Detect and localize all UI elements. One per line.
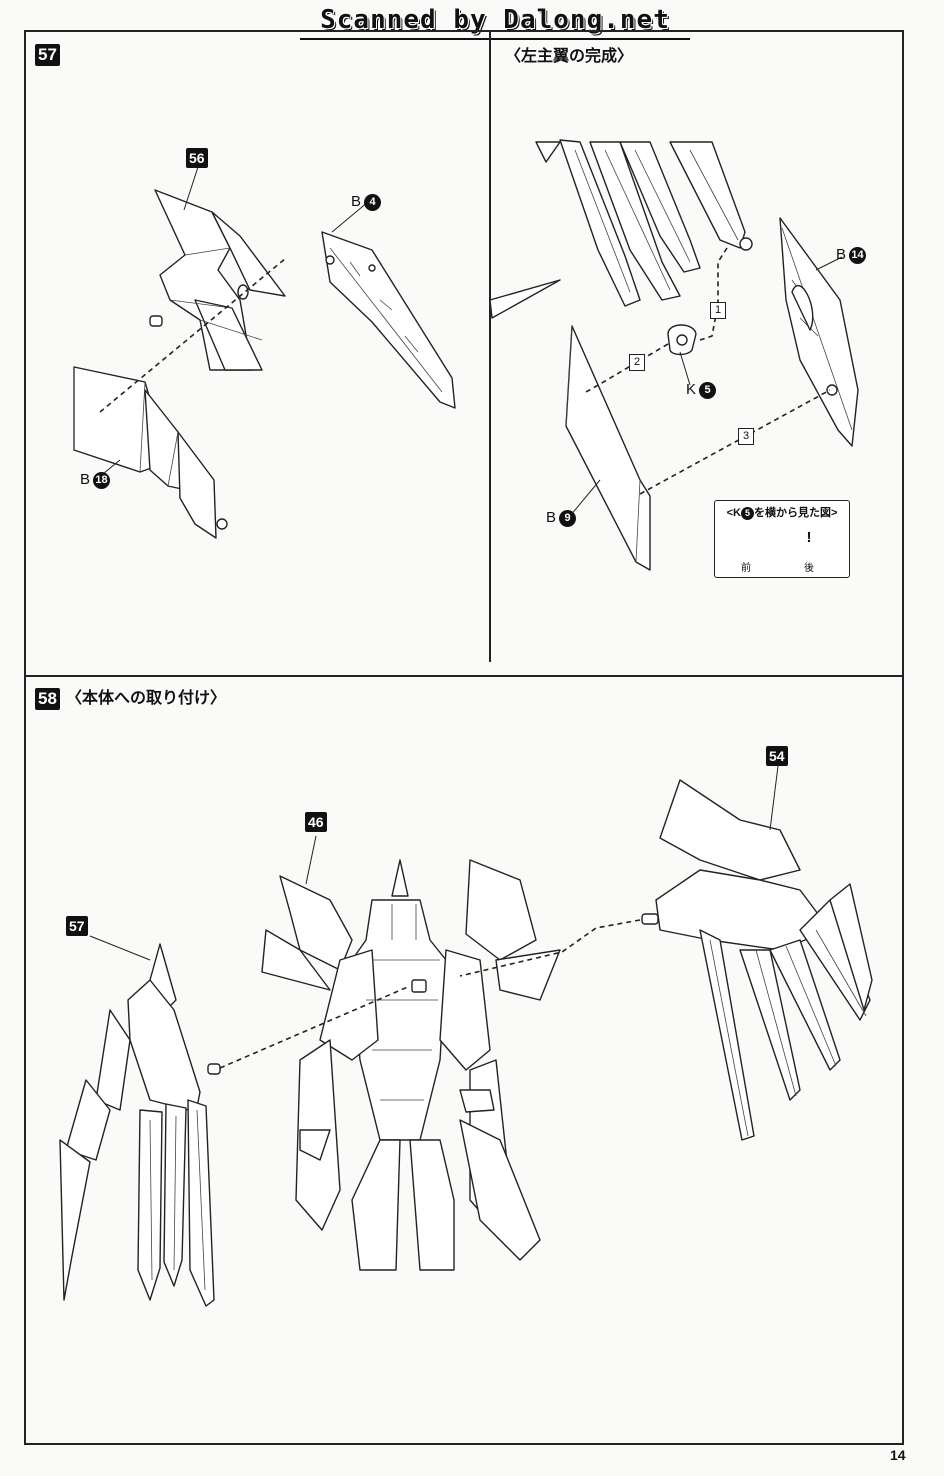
- step-number-57: 57: [35, 44, 60, 66]
- sequence-marker-2: 2: [629, 354, 645, 371]
- part-number-badge: 5: [740, 507, 754, 520]
- part-label-b14: B 14: [836, 245, 867, 265]
- part-letter: B: [836, 246, 847, 263]
- part-letter: B: [546, 509, 557, 526]
- part-letter: K: [686, 381, 697, 398]
- subassembly-callout-57: 57: [66, 916, 88, 936]
- back-label: 後: [804, 563, 814, 574]
- part-b18: [73, 366, 228, 539]
- part-k5: [667, 324, 697, 356]
- part-letter: B: [80, 471, 91, 488]
- subassembly-callout-54: 54: [766, 746, 788, 766]
- subassembly-callout-56: 56: [186, 148, 208, 168]
- part-number-badge: 4: [364, 193, 382, 211]
- part-number-badge: 9: [559, 509, 577, 527]
- wing-completion-heading: 〈左主翼の完成〉: [505, 48, 634, 65]
- wing-main-assembly: [489, 139, 753, 319]
- part-letter: B: [351, 193, 362, 210]
- panel-divider-horizontal: [24, 675, 904, 677]
- subassembly-callout-46: 46: [305, 812, 327, 832]
- part-number-badge: 5: [699, 381, 717, 399]
- panel-divider-vertical: [489, 30, 491, 662]
- wing-assembly-56: [149, 189, 286, 371]
- part-label-b9: B 9: [546, 508, 577, 528]
- part-b9: [565, 325, 651, 571]
- part-label-b18: B 18: [80, 470, 111, 490]
- part-b14: [779, 217, 859, 447]
- body-attachment-heading: 〈本体への取り付け〉: [66, 690, 227, 707]
- part-number-badge: 18: [93, 471, 111, 489]
- page-number: 14: [890, 1447, 906, 1463]
- left-wing-57: [59, 943, 221, 1307]
- page-frame: [24, 30, 904, 1445]
- part-label-b4: B 4: [351, 192, 382, 212]
- front-label: 前: [741, 563, 751, 574]
- sequence-marker-3: 3: [738, 428, 754, 445]
- sequence-marker-1: 1: [710, 302, 726, 319]
- step-number-58: 58: [35, 688, 60, 710]
- part-number-badge: 14: [849, 246, 867, 264]
- right-wing-54: [641, 779, 873, 1141]
- part-label-k5: K 5: [686, 380, 717, 400]
- mecha-body-46: [261, 859, 561, 1271]
- part-b4: [321, 231, 456, 409]
- warning-icon: !: [806, 529, 812, 546]
